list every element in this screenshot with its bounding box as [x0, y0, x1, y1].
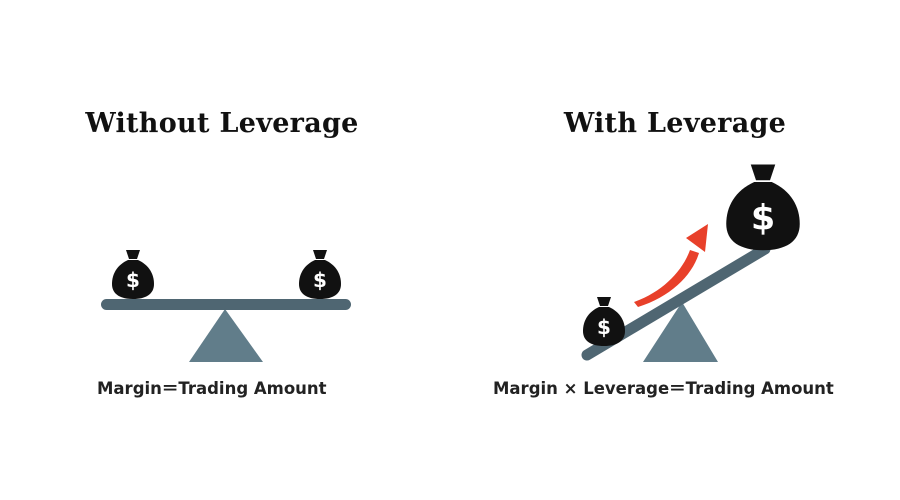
fulcrum-triangle	[643, 302, 718, 362]
dollar-sign-label: $	[597, 315, 611, 339]
small-money-bag-icon: $	[583, 297, 625, 346]
upward-arrow-icon	[634, 224, 708, 307]
money-bag-icon: $	[112, 250, 154, 299]
dollar-sign-label: $	[313, 268, 327, 292]
dollar-sign-label: $	[751, 198, 775, 238]
without-leverage-title: Without Leverage	[85, 108, 359, 139]
with-leverage-equation: Margin × Leverage＝Trading Amount	[493, 379, 834, 398]
tilted-seesaw-illustration: $ $	[581, 164, 800, 362]
with-leverage-title: With Leverage	[563, 108, 787, 139]
seesaw-beam	[101, 299, 351, 310]
balanced-seesaw-illustration: $ $	[101, 250, 351, 362]
fulcrum-triangle	[189, 309, 263, 362]
money-bag-icon: $	[299, 250, 341, 299]
with-leverage-panel: With Leverage $ $ Margin × Leverage＝Trad…	[450, 0, 900, 500]
dollar-sign-label: $	[126, 268, 140, 292]
large-money-bag-icon: $	[726, 164, 800, 251]
without-leverage-panel: Without Leverage $ $ Margin＝Trading Amou…	[85, 108, 359, 398]
without-leverage-equation: Margin＝Trading Amount	[97, 379, 327, 398]
